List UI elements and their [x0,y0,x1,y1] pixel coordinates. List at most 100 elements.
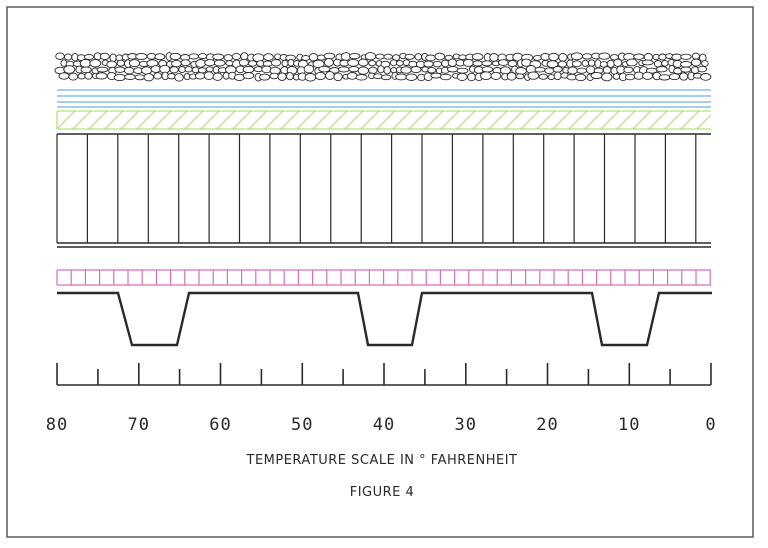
hatch-line [424,110,444,130]
gravel-stone [134,74,146,81]
gravel-stone [408,60,418,68]
gravel-stone [281,59,289,68]
gravel-stone [489,53,499,62]
gravel-stone [213,59,226,67]
gravel-stone [368,60,377,67]
gravel-stone [197,53,208,60]
gravel-stone [601,72,613,82]
gravel-stone [566,73,578,81]
gravel-stone [375,53,385,60]
gravel-stone [141,66,153,75]
hatch-line [408,110,428,130]
hatch-line [264,110,284,130]
tick-label: 0 [705,415,716,435]
gravel-stone [405,73,418,81]
hatch-line [248,110,268,130]
gravel-stone [613,58,623,67]
gravel-stone [389,59,398,67]
gravel-stone [58,72,70,80]
gravel-stone [106,60,118,69]
gravel-stone [570,52,583,61]
hatch-line [648,110,668,130]
gravel-stone [377,65,385,74]
hatch-line [328,110,348,130]
gravel-stone [358,58,369,67]
gravel-stone [538,73,548,80]
tick-label: 40 [373,415,395,435]
hatch-line [72,110,92,130]
axis-caption: TEMPERATURE SCALE IN ° FAHRENHEIT [246,453,518,468]
gravel-stone [55,52,65,60]
gravel-stone [701,60,709,67]
gravel-stone [576,67,587,74]
gravel-stone [515,67,527,75]
gravel-stone [197,67,207,74]
tick-label: 80 [46,415,68,435]
gravel-stone [380,74,392,81]
gravel-stone [124,73,136,80]
gravel-stone [153,72,163,80]
gravel-stone [481,60,493,67]
hatch-line [152,110,172,130]
gravel-stone [396,60,404,67]
gravel-layer [54,52,712,82]
hatch-line [136,110,156,130]
gravel-stone [671,53,683,61]
gravel-stone [548,52,560,62]
gravel-stone [270,59,282,67]
hatch-line [680,110,700,130]
gravel-stone [558,53,568,62]
hatch-line [56,110,76,130]
gravel-stone [277,72,287,81]
hatch-line [216,110,236,130]
gravel-stone [308,52,319,62]
gravel-stone [83,54,95,60]
gravel-stone [80,66,92,74]
gravel-stone [553,71,562,81]
gravel-stone [203,71,215,81]
gravel-stone [625,73,636,81]
gravel-stone [323,58,334,67]
gravel-stone [481,66,494,73]
gravel-stone [432,60,443,68]
hatch-line [520,110,540,130]
gravel-stone [349,52,361,60]
gravel-stone [383,66,391,75]
grid-layer [56,269,711,286]
gravel-stone [303,64,315,74]
gravel-stone [446,66,459,73]
hatch-line [504,110,524,130]
gravel-stone [212,53,225,61]
gravel-stone [458,54,467,61]
gravel-stone [346,72,358,80]
gravel-stone [567,66,578,75]
gravel-stone [680,60,692,68]
gravel-stone [242,72,255,80]
gravel-stone [194,72,206,80]
hatch-line [312,110,332,130]
gravel-stone [355,74,368,81]
gravel-stone [325,71,335,80]
gravel-stone [114,66,126,73]
deck-profile [57,291,712,347]
hatch-line [296,110,316,130]
gravel-stone [679,72,689,81]
gravel-stone [348,66,360,73]
gravel-stone [472,60,484,67]
hatch-line [232,110,252,130]
gravel-stone [174,73,184,82]
gravel-stone [590,71,603,80]
gravel-stone [318,65,331,73]
gravel-stone [587,59,596,67]
gravel-stone [95,72,108,80]
gravel-stone [116,59,125,67]
gravel-stone [641,59,654,66]
gravel-stone [63,65,76,74]
gravel-stone [506,72,517,81]
gravel-stone [430,72,442,79]
gravel-stone [184,66,193,73]
gravel-stone [225,60,234,67]
gravel-stone [68,72,79,81]
gravel-stone [178,66,186,73]
